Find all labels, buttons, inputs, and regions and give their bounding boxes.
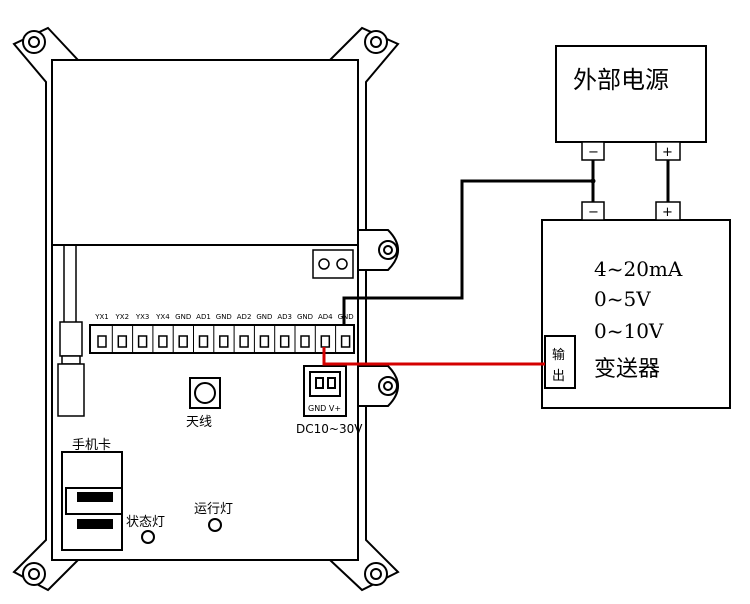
sim-card-slot[interactable] [61, 451, 123, 551]
terminal-label-4: GND [175, 313, 191, 321]
terminal-label-2: YX3 [135, 313, 150, 321]
transmitter-line-name: 变送器 [594, 357, 660, 382]
terminal-slot-12[interactable] [340, 335, 351, 348]
terminal-slot-7[interactable] [239, 325, 255, 353]
sim-label: 手机卡 [72, 438, 111, 453]
ground-junction [590, 178, 596, 184]
svg-text:+: + [662, 145, 673, 160]
wire-signal [322, 347, 545, 366]
transmitter-line-voltage10: 0~10V [594, 319, 664, 343]
status-led-label: 状态灯 [126, 515, 165, 530]
svg-text:输: 输 [552, 347, 565, 363]
terminal-label-10: GND [297, 313, 313, 321]
terminal-slots [97, 325, 351, 353]
svg-text:−: − [588, 145, 599, 160]
terminal-labels: YX1 YX2 YX3 YX4 GND AD1 GND AD2 GND AD3 GND AD4 GND [94, 313, 353, 321]
terminal-label-3: YX4 [155, 313, 170, 321]
terminal-label-8: GND [256, 313, 272, 321]
transmitter-minus-terminal[interactable]: − [581, 201, 605, 221]
power-connector-label: GND V+ [308, 404, 341, 413]
terminal-slot-5[interactable] [198, 325, 215, 353]
mount-screw-block [312, 249, 354, 279]
terminal-slot-3[interactable] [158, 325, 174, 353]
terminal-label-1: YX2 [115, 313, 130, 321]
status-led [141, 530, 155, 544]
terminal-label-12: GND [338, 313, 354, 321]
external-power-plus-terminal[interactable]: + [655, 141, 681, 161]
terminal-slot-10[interactable] [300, 325, 316, 353]
terminal-slot-4[interactable] [178, 325, 194, 353]
transmitter-plus-terminal[interactable]: + [655, 201, 681, 221]
run-led [208, 518, 222, 532]
external-power-minus-terminal[interactable]: − [581, 141, 605, 161]
cable-lead [57, 245, 85, 417]
terminal-label-6: GND [216, 313, 232, 321]
transmitter-output-port[interactable]: 输 出 [544, 335, 576, 389]
terminal-slot-1[interactable] [117, 325, 134, 353]
external-power-box [555, 45, 707, 143]
terminal-label-7: AD2 [237, 313, 252, 321]
terminal-slot-0[interactable] [97, 325, 113, 353]
terminal-slot-2[interactable] [137, 325, 154, 353]
terminal-label-0: YX1 [94, 313, 109, 321]
svg-text:+: + [662, 205, 673, 220]
run-led-label: 运行灯 [194, 502, 233, 517]
transmitter-line-voltage5: 0~5V [594, 287, 651, 311]
antenna-label: 天线 [186, 415, 212, 430]
antenna-connector[interactable] [189, 377, 221, 409]
terminal-label-11: AD4 [318, 313, 333, 321]
transmitter-line-current: 4~20mA [594, 257, 683, 281]
terminal-slot-8[interactable] [259, 325, 276, 353]
terminal-slot-6[interactable] [219, 325, 235, 353]
side-tab-upper [357, 229, 399, 271]
power-connector[interactable] [303, 365, 347, 417]
svg-text:−: − [588, 205, 599, 220]
terminal-label-9: AD3 [277, 313, 292, 321]
external-power-title: 外部电源 [573, 66, 669, 94]
terminal-slot-9[interactable] [279, 325, 296, 353]
power-rating-label: DC10~30V [296, 422, 363, 436]
side-tab-lower [357, 365, 399, 407]
terminal-label-5: AD1 [196, 313, 211, 321]
svg-text:出: 出 [552, 369, 565, 384]
wire-ground [342, 179, 593, 325]
